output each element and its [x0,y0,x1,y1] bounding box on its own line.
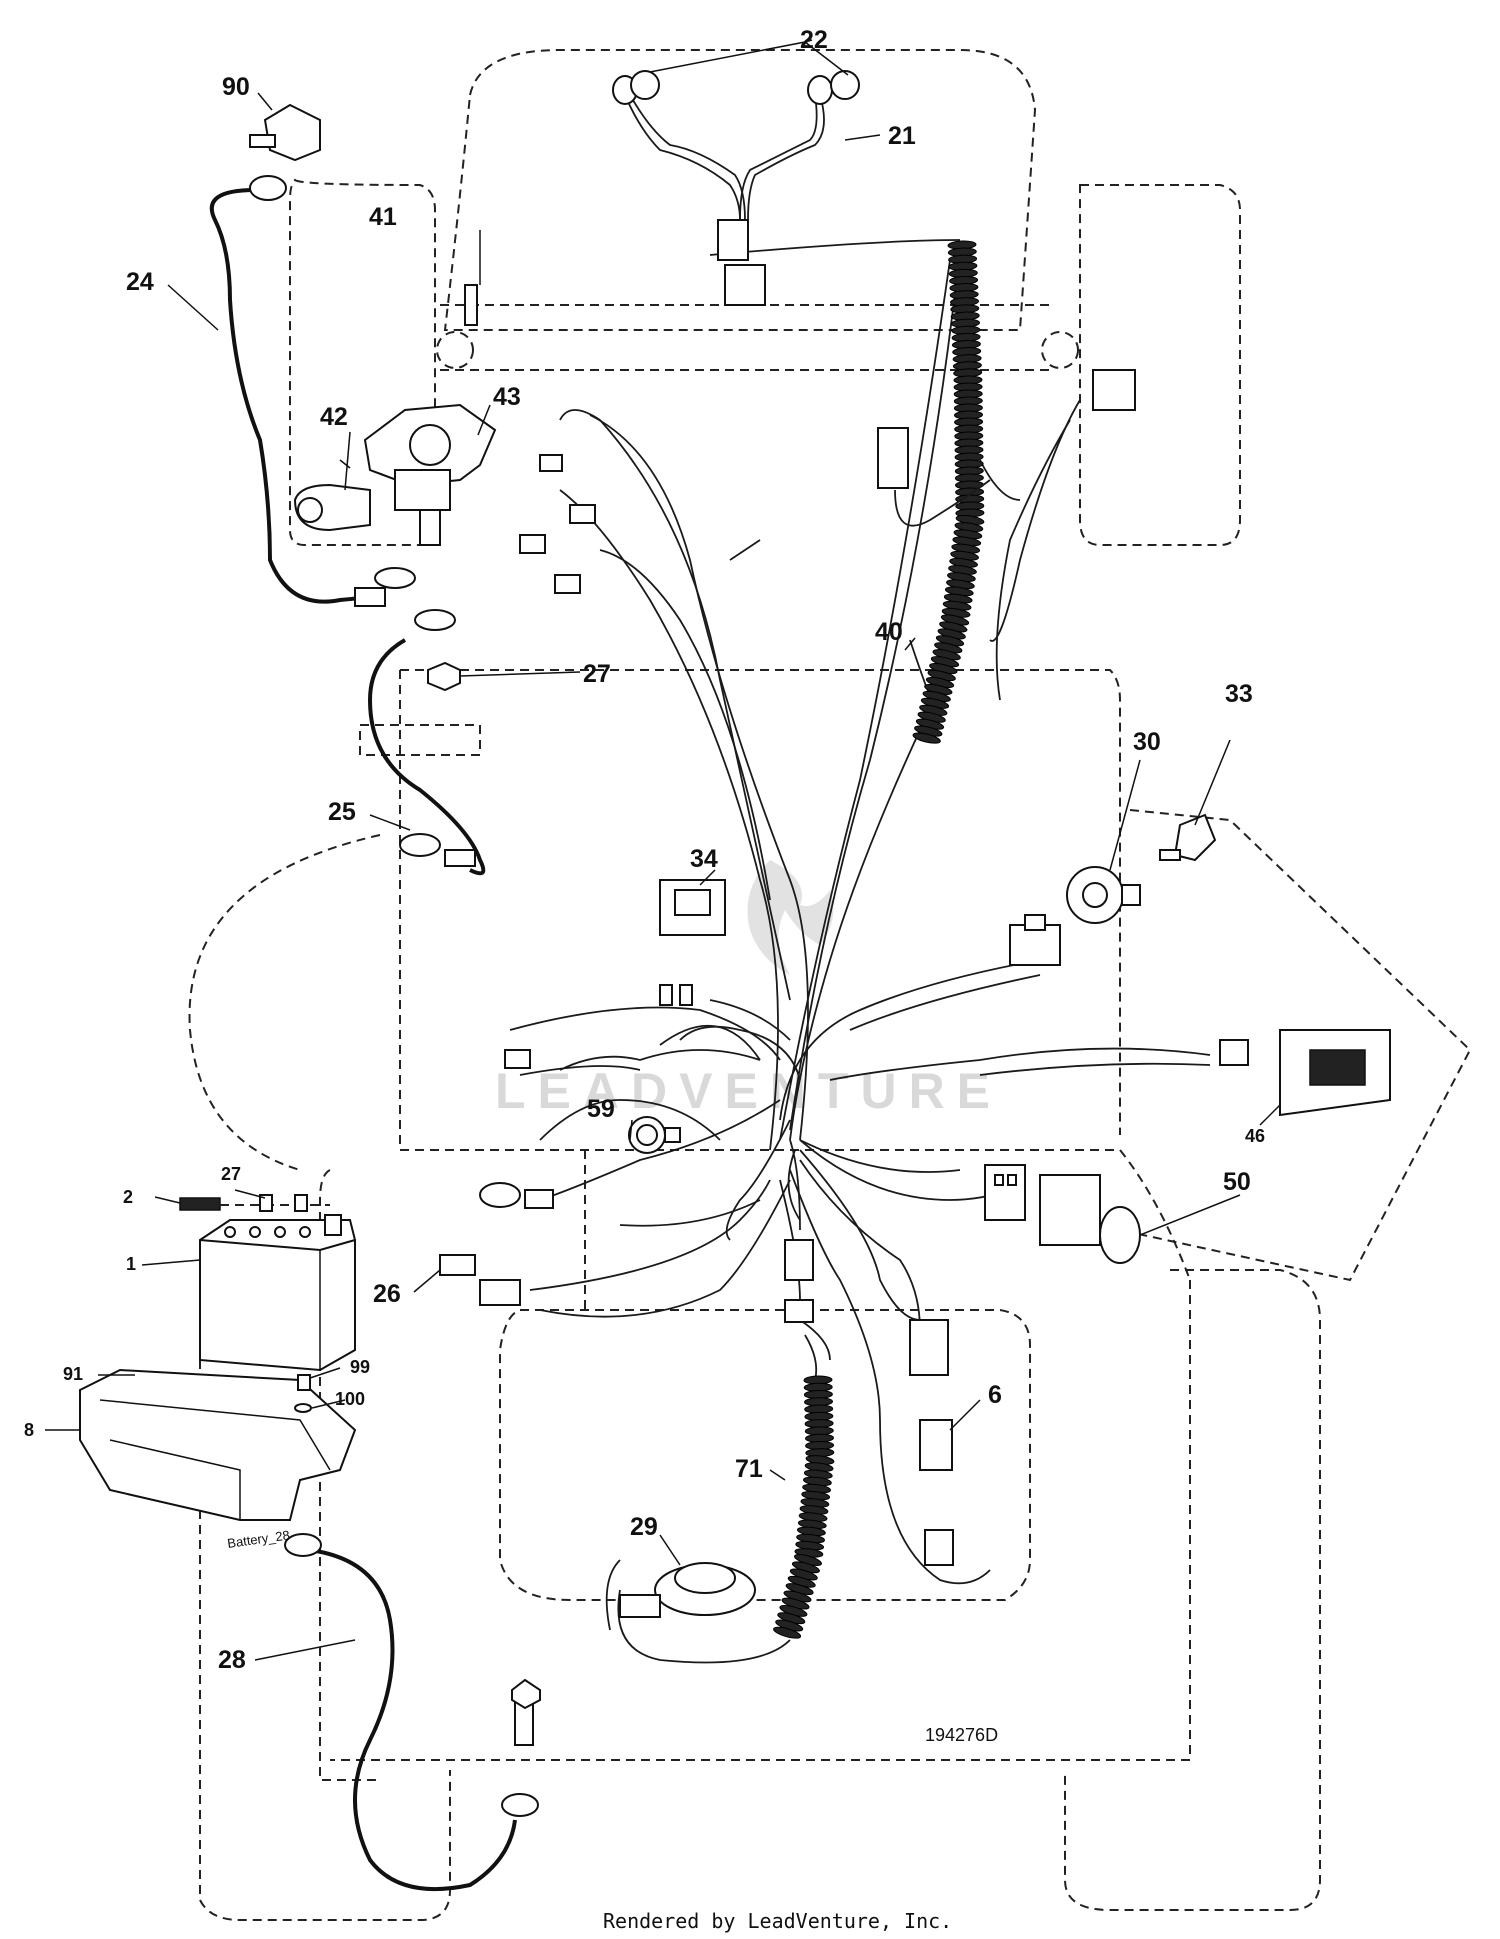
callout-42: 42 [320,403,348,431]
callout-99: 99 [350,1357,370,1377]
ground-bolt-head [511,1678,541,1710]
battery-label: Battery_28 [226,1527,290,1551]
rear-conduit-71 [773,1375,835,1639]
battery-bolt-2 [179,1194,330,1212]
callout-30: 30 [1133,728,1161,756]
callout-46: 46 [1245,1126,1265,1146]
ring-terminal [374,567,416,589]
solenoid-assembly [293,284,497,631]
headlight-harness [612,39,881,306]
screw-99 [294,1374,312,1413]
callout-2: 2 [123,1187,133,1207]
right-front-wheel-outline [1079,184,1241,546]
callout-100: 100 [335,1389,365,1409]
callout-50: 50 [1223,1168,1251,1196]
terminal-cover-90 [249,103,321,162]
callout-27-upper: 27 [583,660,611,688]
callouts: 90 22 21 41 24 42 43 40 27 33 30 25 34 5… [24,26,1265,1745]
callout-40: 40 [875,618,903,646]
callout-34: 34 [690,845,718,873]
hood-connectors [877,369,1136,527]
watermark: LEADVENTURE [495,860,1002,1119]
nut-27 [427,661,461,692]
callout-22: 22 [800,26,828,54]
battery-cable-25 [367,638,486,876]
callout-26: 26 [373,1280,401,1308]
drawing-number: 194276D [925,1725,998,1745]
hood-outline [443,49,1037,331]
light-59 [628,1116,681,1154]
battery-cable-28 [284,1533,539,1892]
callout-28: 28 [218,1646,246,1674]
callout-29: 29 [630,1513,658,1541]
callout-25: 25 [328,798,356,826]
callout-43: 43 [493,383,521,411]
seat-deck-outline [188,834,381,1171]
loose-terminals [479,454,596,1209]
right-headlight-bulb [807,75,833,105]
callout-21: 21 [888,122,916,150]
rear-connectors [784,1239,954,1566]
switch-34 [659,879,726,1006]
switch-50 [984,1164,1141,1264]
callout-41: 41 [369,203,397,231]
key-33 [1159,813,1217,862]
headlight-connector [717,219,749,261]
battery-tray-8 [79,1368,357,1521]
callout-6: 6 [988,1381,1002,1409]
meter-connector [1219,1039,1249,1066]
tractor-outline [188,49,1472,1921]
harness-front-connector [724,264,766,306]
battery-cable-24 [209,175,386,607]
callout-8: 8 [24,1420,34,1440]
callout-91: 91 [63,1364,83,1384]
plug-connector [984,1164,1026,1221]
leader-lines [45,92,1281,1661]
callout-71: 71 [735,1455,763,1483]
battery-1 [199,1214,356,1372]
center-hood-connector [877,427,909,489]
conduit-ring [773,1626,802,1639]
ignition-switch-30 [1009,866,1141,966]
right-hood-connector [1092,369,1136,411]
callout-59: 59 [587,1095,615,1123]
callout-27-lower: 27 [221,1164,241,1184]
connector-6 [919,1419,953,1471]
callout-24: 24 [126,268,154,296]
callout-90: 90 [222,73,250,101]
callout-33: 33 [1225,680,1253,708]
rear-deck-outline [499,1309,1031,1601]
harness-conduit-40 [912,240,985,744]
connector-6-mating [909,1319,949,1376]
conduit-ring [912,732,941,744]
footer-credit: Rendered by LeadVenture, Inc. [603,1909,952,1933]
part-29 [619,1562,756,1618]
callout-1: 1 [126,1254,136,1274]
watermark-text: LEADVENTURE [495,1063,1002,1119]
harness-wires [509,239,1211,1664]
bolt-41 [464,284,478,326]
fuse-26 [439,1254,521,1306]
hour-meter-46 [1219,1029,1391,1117]
